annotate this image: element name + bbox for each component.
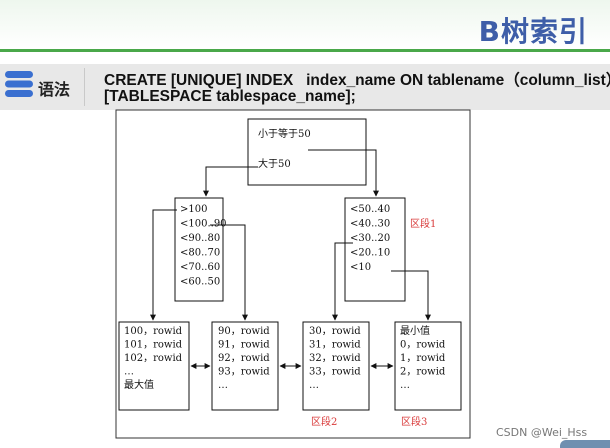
slide-title: B树索引: [478, 15, 588, 48]
leaf-entry: …: [218, 380, 228, 391]
branch-left-entry: <100..90: [180, 219, 227, 230]
arrow-branch-left-to-leaf-1: [150, 209, 177, 321]
arrow-branch-left-to-leaf-2: [210, 224, 248, 321]
leaf-entry: 最大值: [124, 378, 154, 391]
header-bar: [0, 0, 610, 48]
leaf-entry: 102，rowid: [124, 353, 183, 364]
branch-left-entry: >100: [180, 204, 207, 215]
leaf-entry: 33，rowid: [309, 367, 361, 378]
branch-right-entry: <10: [350, 262, 371, 273]
syntax-divider: [84, 68, 85, 106]
segment-label: 区段2: [311, 415, 337, 428]
arrow-root-to-right: [308, 149, 379, 197]
leaf-entry: 100，rowid: [124, 326, 183, 337]
leaf-node-3: [302, 321, 370, 411]
leaf-entry: 1，rowid: [400, 353, 446, 364]
leaf-entry: 0，rowid: [400, 340, 446, 351]
leaf-entry: …: [309, 380, 319, 391]
syntax-bar: [0, 64, 610, 110]
corner-badge: [560, 440, 610, 448]
leaf-entry: …: [400, 380, 410, 391]
leaf-entry: …: [124, 367, 134, 378]
leaf-entry: 93，rowid: [218, 367, 270, 378]
arrow-branch-right-to-leaf-3: [332, 242, 353, 321]
branch-left-entry: <80..70: [180, 248, 220, 259]
syntax-label: 语法: [38, 80, 71, 99]
leaf-entry: 91，rowid: [218, 340, 270, 351]
diagram-frame: [115, 109, 471, 439]
list-icon: [5, 71, 33, 97]
segment-label: 区段3: [401, 415, 427, 428]
leaf-node-4: [394, 321, 462, 411]
segment-1-label: 区段1: [410, 217, 436, 230]
arrow-branch-right-to-leaf-4: [391, 270, 431, 321]
branch-right-entry: <50..40: [350, 204, 390, 215]
leaf-entry: 32，rowid: [309, 353, 361, 364]
branch-right-entry: <40..30: [350, 219, 390, 230]
leaf-entry: 90，rowid: [218, 326, 270, 337]
leaf-node-2: [211, 321, 279, 411]
root-label-le50: 小于等于50: [258, 127, 311, 140]
branch-right-entry: <20..10: [350, 248, 390, 259]
branch-node-right: [344, 197, 406, 302]
leaf-entry: 101，rowid: [124, 340, 183, 351]
watermark: CSDN @Wei_Hss: [496, 426, 588, 439]
leaf-entry: 92，rowid: [218, 353, 270, 364]
branch-node-left: [174, 197, 224, 302]
leaf-node-1: [118, 321, 190, 411]
leaf-entry: 2，rowid: [400, 367, 446, 378]
root-label-gt50: 大于50: [258, 157, 291, 170]
syntax-line-1: CREATE [UNIQUE] INDEX index_name ON tabl…: [104, 72, 610, 89]
branch-left-entry: <60..50: [180, 277, 220, 288]
branch-right-entry: <30..20: [350, 233, 390, 244]
branch-left-entry: <70..60: [180, 262, 220, 273]
leaf-entry: 31，rowid: [309, 340, 361, 351]
header-divider: [0, 49, 610, 52]
leaf-entry: 最小值: [400, 324, 430, 337]
arrow-root-to-left: [203, 166, 258, 197]
branch-left-entry: <90..80: [180, 233, 220, 244]
syntax-line-2: [TABLESPACE tablespace_name];: [104, 88, 356, 105]
root-node: [247, 118, 367, 186]
leaf-entry: 30，rowid: [309, 326, 361, 337]
